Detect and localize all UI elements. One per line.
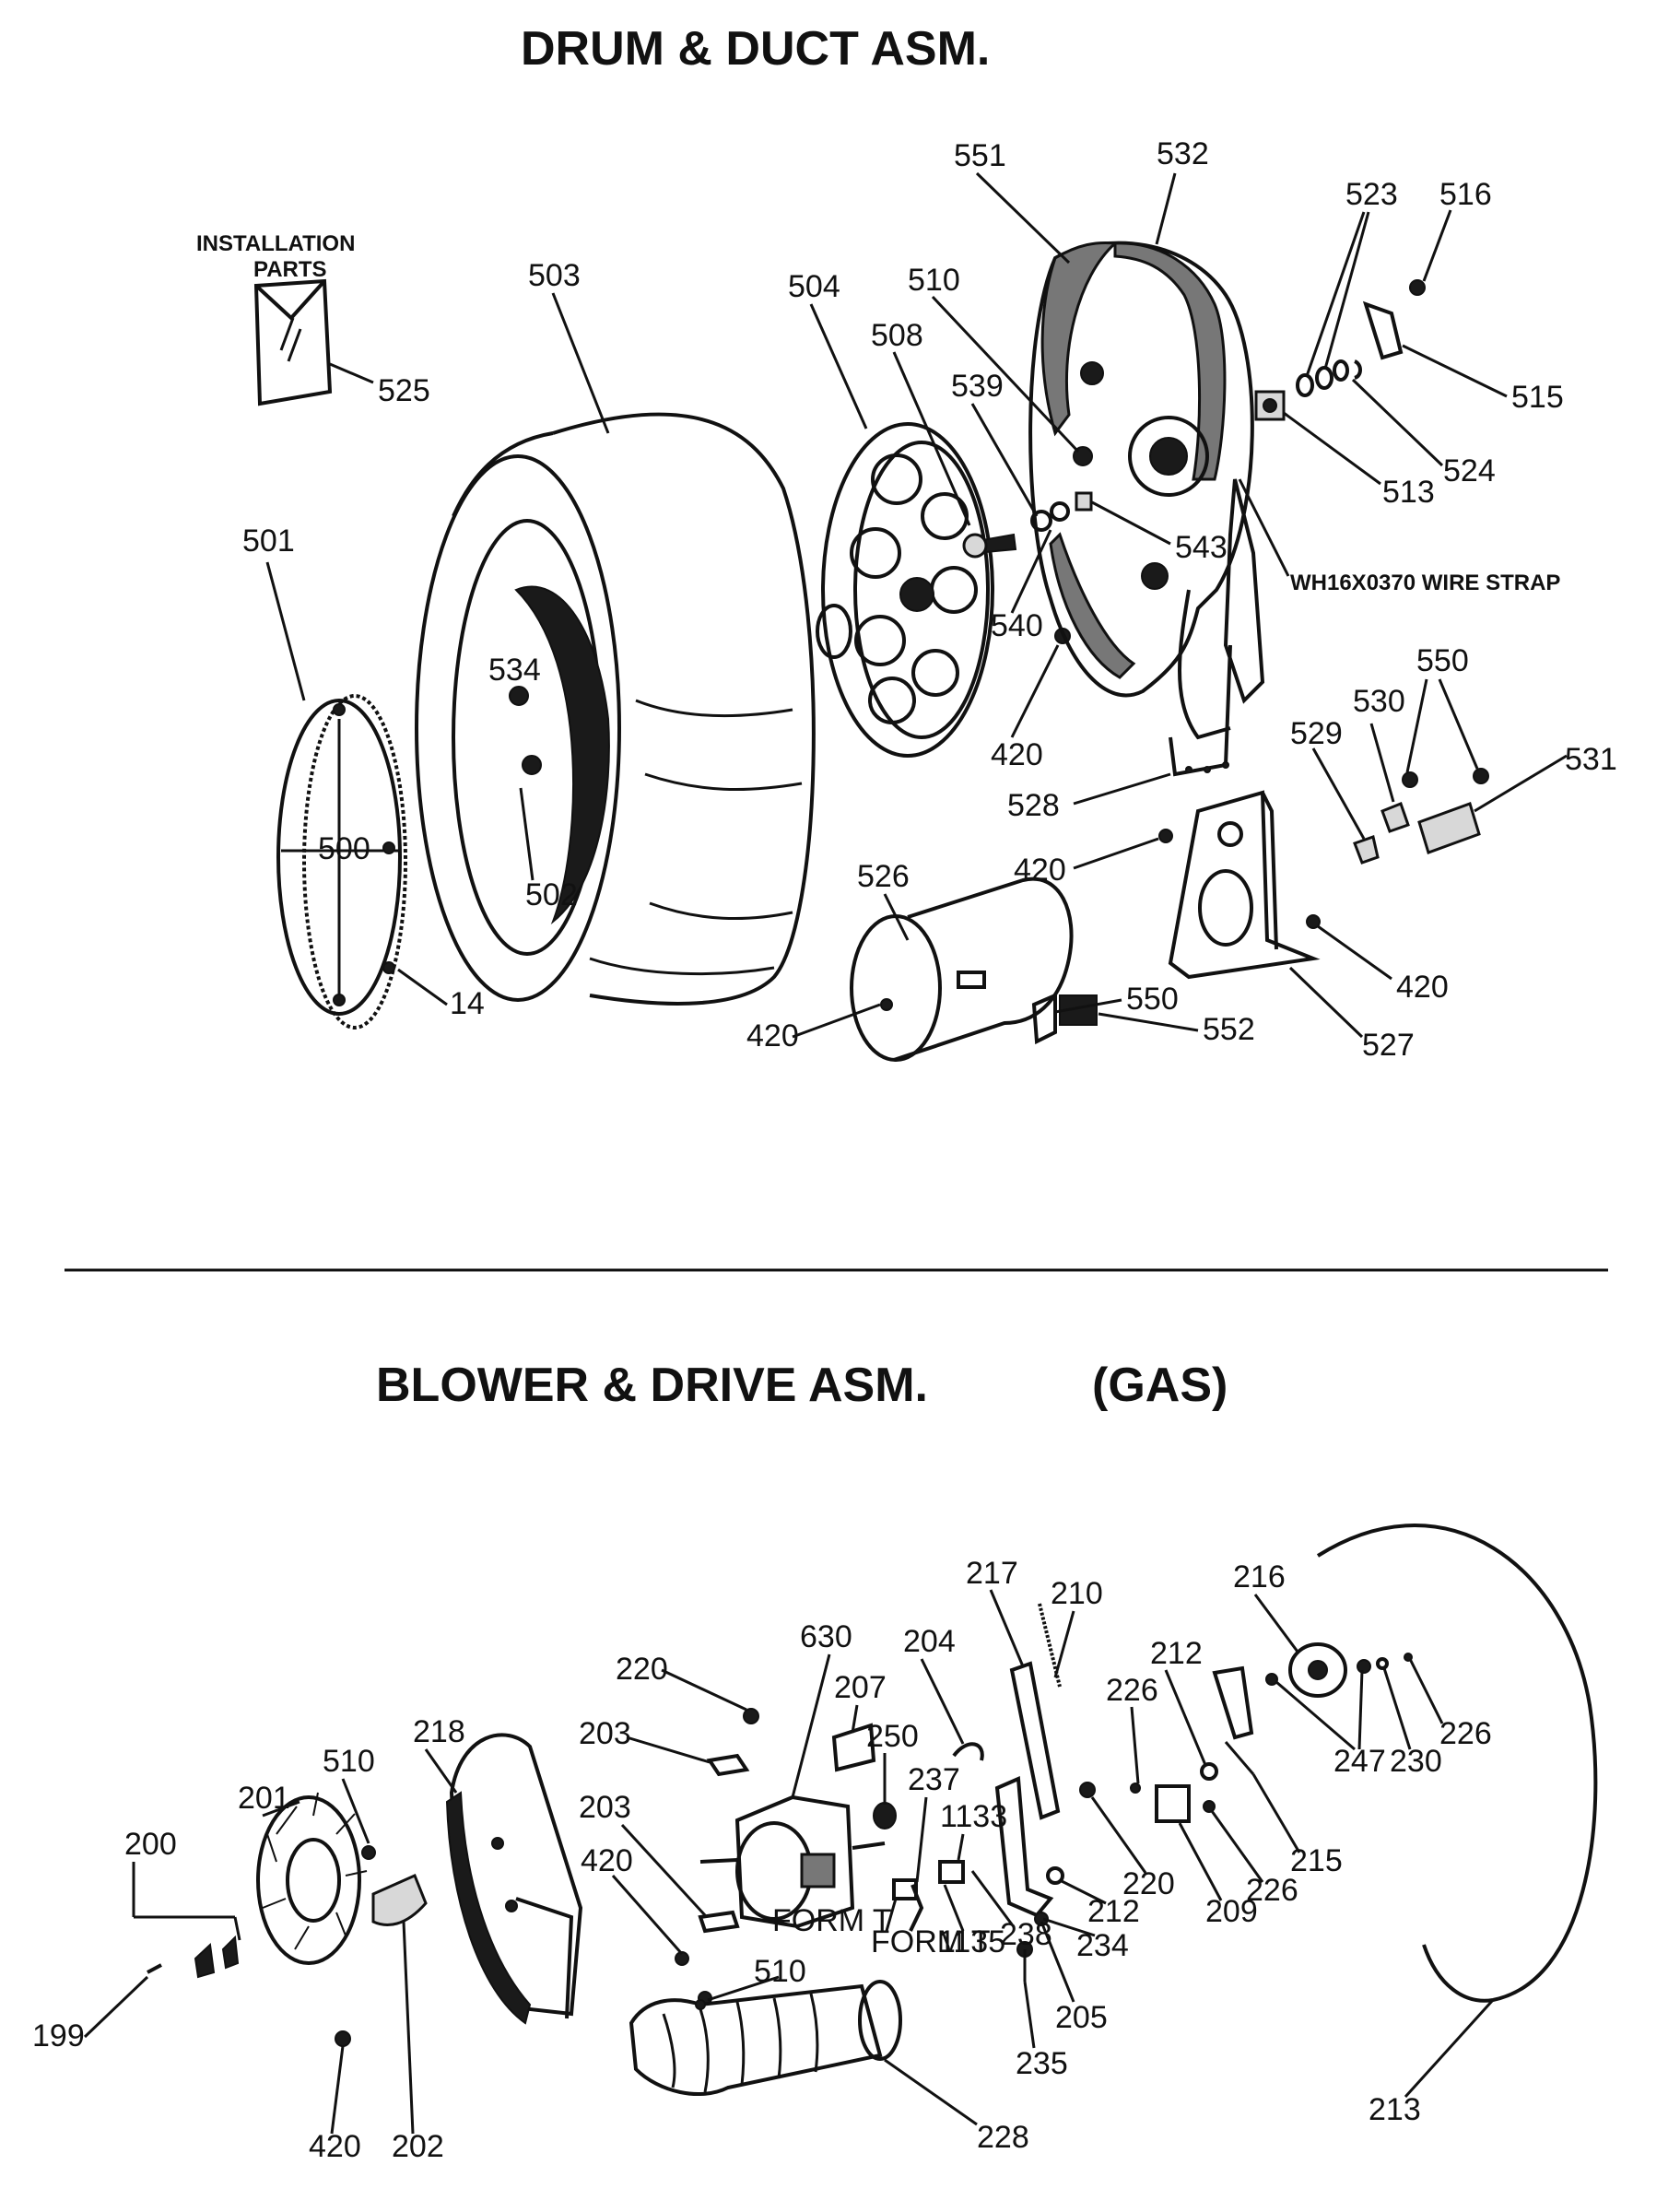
callout-207: 207 [834,1670,887,1705]
blower-drive-subtitle: (GAS) [1092,1359,1228,1412]
callout-528: 528 [1007,788,1060,823]
callout-226-c: 226 [1246,1873,1298,1908]
callout-530: 530 [1353,684,1405,719]
callout-220-a: 220 [616,1652,668,1687]
rear-drum-cover [816,422,994,758]
callout-532: 532 [1157,136,1209,171]
callout-199: 199 [32,2018,85,2053]
callout-551: 551 [954,138,1006,173]
callout-513: 513 [1382,475,1435,510]
rear-bulkhead [1028,241,1265,777]
drum-duct-title: DRUM & DUCT ASM. [521,22,990,76]
thermal-fuses [1353,768,1489,865]
callout-501: 501 [242,524,295,559]
callout-216: 216 [1233,1559,1286,1594]
callout-203-b: 203 [579,1790,631,1825]
callout-539: 539 [951,369,1004,404]
callout-237: 237 [908,1762,960,1797]
callout-226-a: 226 [1106,1673,1158,1708]
callout-540: 540 [991,608,1043,643]
callout-550-b: 550 [1126,982,1179,1017]
callout-420-a: 420 [991,737,1043,772]
callout-524: 524 [1443,453,1496,488]
callout-238: 238 [1000,1917,1052,1952]
callout-247: 247 [1333,1744,1386,1779]
callout-235: 235 [1016,2046,1068,2081]
callout-531: 531 [1565,742,1617,777]
callout-420-d: 420 [746,1018,799,1053]
callout-202: 202 [392,2129,444,2164]
wire-strap-note: WH16X0370 WIRE STRAP [1290,571,1560,595]
callout-201: 201 [238,1781,290,1816]
callout-205: 205 [1055,2000,1108,2035]
callout-204: 204 [903,1624,956,1659]
callout-527: 527 [1362,1028,1415,1063]
callout-510: 510 [908,263,960,298]
callout-420-c: 420 [1396,970,1449,1005]
callout-209: 209 [1205,1894,1258,1929]
callout-523: 523 [1345,177,1398,212]
drum-callouts: 551 532 523 516 503 504 510 508 539 525 … [242,136,1617,1063]
callout-534: 534 [488,653,541,688]
installation-parts-bag: INSTALLATION PARTS [196,231,355,406]
drum-leader-lines [265,171,1568,1039]
callout-630: 630 [800,1619,852,1654]
callout-508: 508 [871,318,923,353]
thermostat-block [1031,992,1098,1045]
callout-14: 14 [450,986,485,1021]
heater-cylinder [850,877,1074,1062]
callout-212-a: 212 [1150,1636,1203,1671]
installation-parts-label-1: INSTALLATION [196,231,355,256]
callout-500: 500 [318,831,370,866]
blower-drive-title: BLOWER & DRIVE ASM. [376,1359,928,1412]
callout-550-a: 550 [1416,643,1469,678]
callout-228: 228 [977,2120,1029,2155]
callout-510-a: 510 [323,1744,375,1779]
callout-239: FORM T [871,1924,991,1959]
callout-525: 525 [378,373,430,408]
callout-200: 200 [124,1827,177,1862]
callout-420-f: 420 [309,2129,361,2164]
blower-wheel [256,1792,368,1965]
callout-552: 552 [1203,1012,1255,1047]
callout-543: 543 [1175,530,1228,565]
callout-250: 250 [866,1719,919,1754]
callout-234: 234 [1076,1928,1129,1963]
drum [415,412,816,1006]
callout-420-e: 420 [581,1843,633,1878]
callout-1135: 1135 [938,1924,1005,1959]
callout-213: 213 [1369,2092,1421,2127]
callout-529: 529 [1290,716,1343,751]
callout-526: 526 [857,859,910,894]
callout-503: 503 [528,258,581,293]
installation-parts-label-2: PARTS [253,257,327,282]
callout-1133: 1133 [940,1799,1007,1834]
form-t-label: FORM T [772,1903,892,1938]
callout-230: 230 [1390,1744,1442,1779]
right-bearing-kit [1254,279,1426,421]
clamp-part [371,1873,428,1926]
callout-226-b: 226 [1439,1716,1492,1751]
callout-217: 217 [966,1556,1018,1591]
burner-bracket [1158,790,1321,980]
exhaust-duct [629,1980,902,2096]
drive-belt [1316,1524,1598,2003]
callout-210: 210 [1051,1576,1103,1611]
callout-420-b: 420 [1014,853,1066,888]
blower-callouts: 217 210 216 630 204 220 207 212 226 203 … [32,1556,1492,2164]
callout-220-b: 220 [1122,1866,1175,1901]
clip-set [147,1935,240,1979]
blower-housing [445,1733,583,2025]
callout-504: 504 [788,269,840,304]
blower-leader-lines [83,1589,1495,2135]
callout-515: 515 [1511,380,1564,415]
callout-516: 516 [1439,177,1492,212]
front-drum-ring [276,694,407,1030]
callout-218: 218 [413,1714,465,1749]
callout-502: 502 [525,877,578,912]
callout-203-a: 203 [579,1716,631,1751]
